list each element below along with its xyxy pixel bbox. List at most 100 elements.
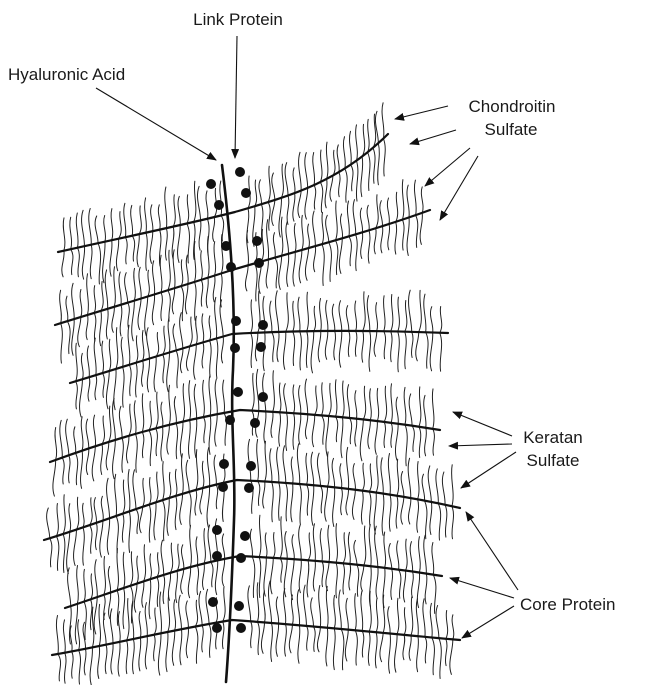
gag-chain [374, 228, 376, 254]
gag-chain [90, 647, 92, 685]
gag-chain [305, 379, 308, 414]
label-link-protein: Link Protein [193, 10, 283, 29]
gag-chain [126, 436, 128, 463]
gag-chain [355, 301, 357, 331]
gag-chain [369, 525, 371, 567]
gag-chain [149, 478, 151, 505]
gag-chain [202, 625, 204, 652]
gag-chain [110, 609, 113, 643]
gag-chain [149, 579, 151, 619]
gag-chain [138, 299, 141, 330]
gag-chain [326, 628, 328, 666]
gag-chain [70, 217, 72, 249]
gag-chain [328, 525, 330, 562]
gag-chain [190, 317, 193, 346]
gag-chain [311, 452, 314, 485]
gag-chain [402, 220, 404, 250]
gag-chain [293, 252, 295, 286]
gag-chain [377, 388, 379, 421]
gag-chain [376, 456, 378, 493]
gag-chain [355, 331, 357, 356]
gag-chain [201, 251, 203, 280]
gag-chain [128, 303, 130, 328]
gag-chain [189, 492, 191, 527]
gag-chain [194, 241, 196, 282]
gag-chain [149, 401, 151, 430]
gag-chain [153, 635, 155, 661]
gag-chain [381, 226, 383, 253]
gag-chain [279, 383, 281, 412]
gag-chain [299, 414, 301, 445]
gag-chain [134, 268, 136, 300]
gag-chain [430, 332, 433, 370]
link-protein-dot [240, 531, 250, 541]
gag-chain [305, 188, 308, 219]
gag-chain [247, 208, 249, 243]
gag-chain [445, 639, 447, 666]
gag-chain [100, 311, 102, 346]
gag-chain [302, 215, 304, 250]
gag-chain [326, 586, 328, 627]
gag-chain [56, 536, 58, 570]
gag-chain [252, 373, 254, 410]
gag-chain [343, 381, 345, 417]
gag-chain [277, 447, 279, 482]
link-protein-dot [212, 623, 222, 633]
gag-chain [355, 391, 357, 419]
gag-chain [430, 307, 432, 333]
gag-chain [349, 418, 351, 444]
gag-chain [428, 466, 431, 502]
gag-chain [195, 490, 197, 515]
gag-chain [128, 470, 130, 512]
gag-chain [349, 131, 351, 165]
gag-chain [273, 233, 275, 258]
gag-chain [280, 517, 282, 559]
gag-chain [326, 300, 328, 331]
gag-chain [355, 419, 357, 447]
gag-chain [166, 632, 168, 672]
gag-chain [408, 458, 411, 498]
gag-chain [349, 564, 351, 590]
gag-chain [313, 561, 315, 591]
gag-chain [56, 504, 58, 537]
gag-chain [425, 574, 427, 604]
gag-chain [333, 628, 335, 669]
gag-chain [99, 604, 101, 646]
gag-chain [293, 301, 295, 331]
gag-chain [103, 242, 105, 283]
gag-chain [339, 238, 342, 273]
gag-chain [425, 637, 427, 663]
gag-chain [60, 420, 63, 457]
gag-chain [397, 598, 399, 634]
gag-chain [136, 434, 138, 472]
link-protein-dot [236, 623, 246, 633]
gag-chain [361, 591, 363, 631]
gag-chain [381, 458, 383, 494]
gag-chain [255, 180, 257, 206]
gag-chain [102, 416, 105, 444]
gag-chain [338, 172, 340, 197]
gag-chain [139, 638, 141, 671]
gag-chain [330, 176, 333, 202]
gag-chain [84, 569, 86, 601]
gag-chain [76, 343, 78, 381]
gag-chain [389, 634, 391, 674]
gag-chain [279, 256, 282, 290]
gag-chain [101, 496, 103, 520]
gag-chain [194, 181, 196, 222]
gag-chain [72, 319, 75, 355]
gag-chain [137, 234, 139, 267]
gag-chain [60, 290, 62, 323]
gag-chain [202, 461, 204, 488]
gag-chain [180, 494, 183, 525]
gag-chain [78, 317, 81, 347]
gag-chain [314, 185, 316, 209]
gag-chain [80, 379, 83, 417]
gag-chain [337, 145, 339, 172]
gag-chain [276, 597, 278, 624]
gag-chain [103, 373, 105, 397]
gag-chain [117, 549, 119, 591]
gag-chain [279, 482, 281, 520]
gag-chain [250, 529, 252, 556]
gag-chain [216, 485, 218, 509]
